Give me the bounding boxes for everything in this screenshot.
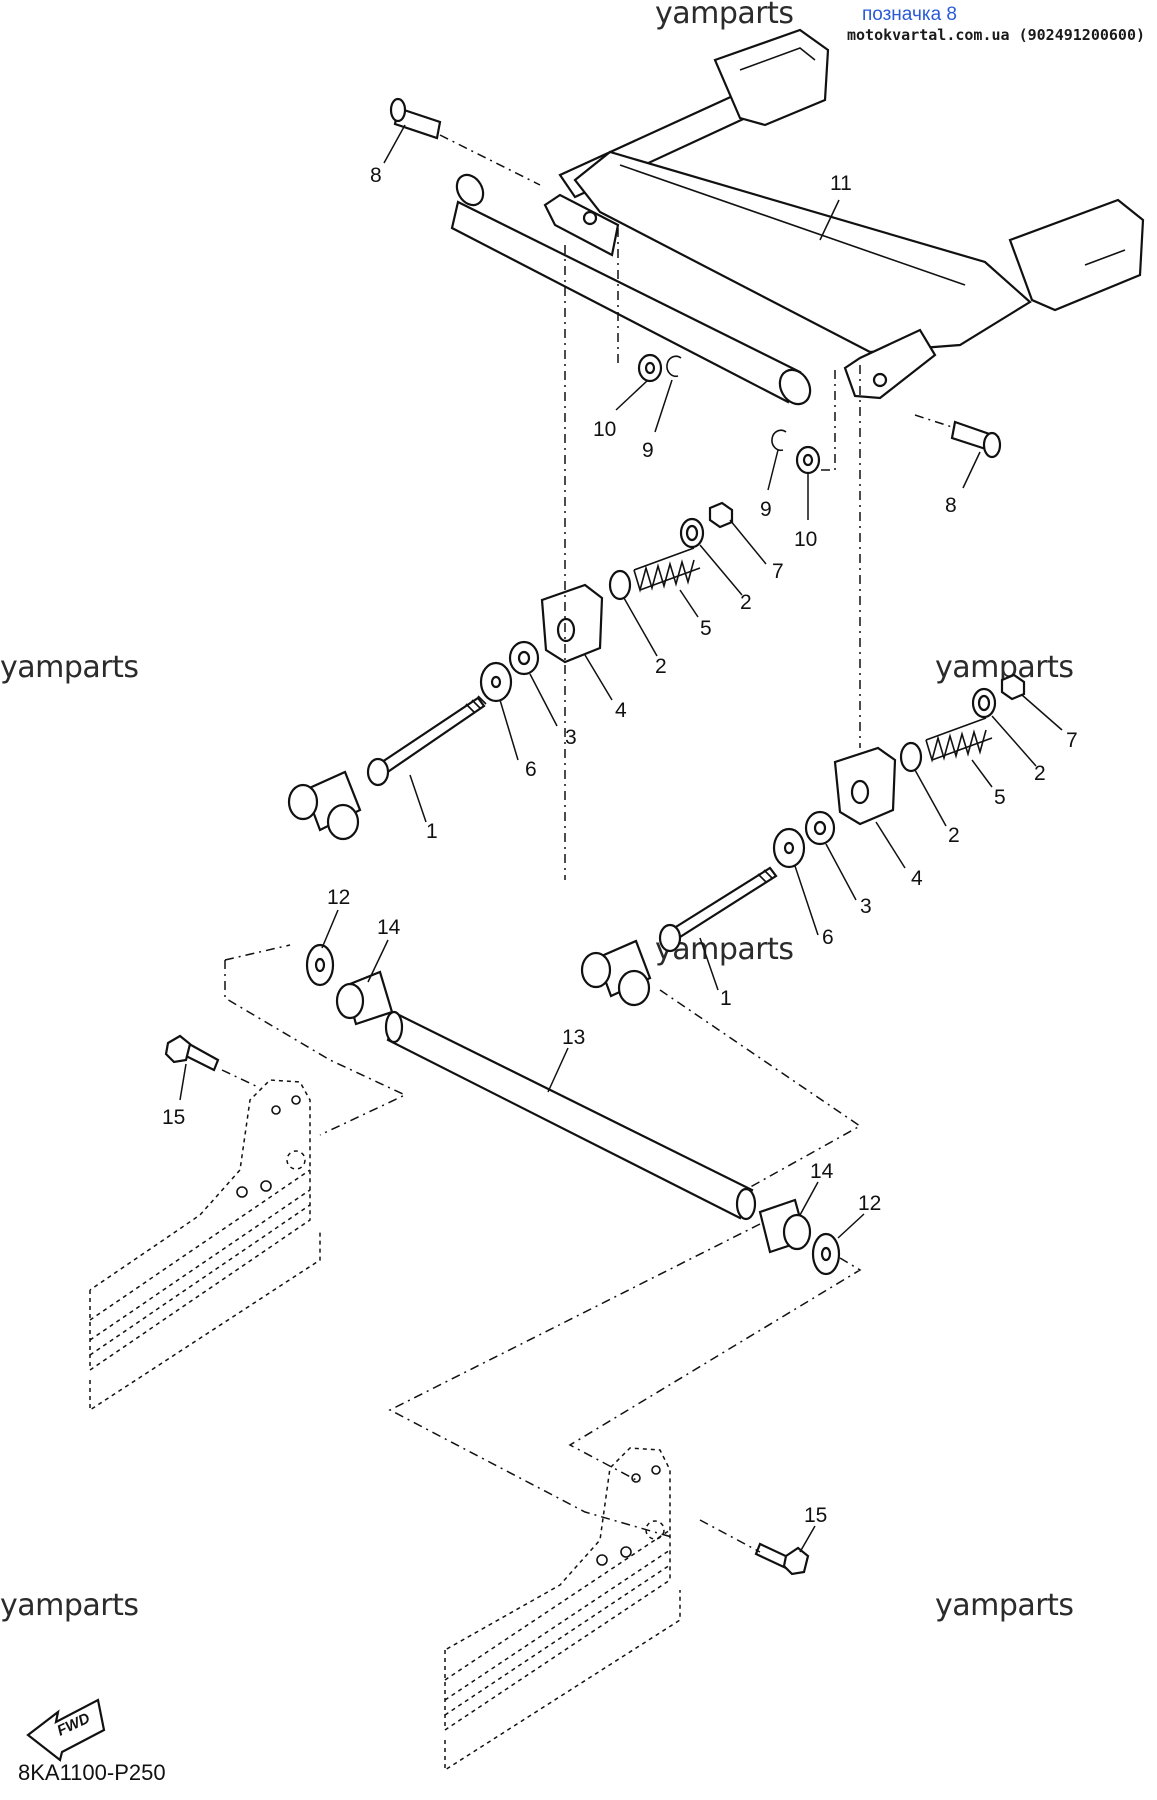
collar-3-left	[508, 640, 540, 676]
callout-1: 1	[426, 820, 438, 843]
callout-5: 5	[700, 617, 712, 640]
watermark: yamparts	[935, 1588, 1074, 1623]
washer-12-right	[811, 1232, 841, 1276]
collar-3-right	[804, 810, 836, 846]
callout-4: 4	[615, 699, 627, 722]
callout-6: 6	[822, 926, 834, 949]
callout-2: 2	[740, 591, 752, 614]
diagram-code: 8KA1100-P250	[18, 1760, 166, 1785]
callout-2: 2	[655, 655, 667, 678]
leader-lines	[179, 124, 1063, 1553]
callout-12: 12	[327, 886, 350, 909]
callout-14: 14	[377, 916, 401, 939]
washer-2-left-b	[679, 517, 705, 549]
callout-10: 10	[593, 418, 616, 441]
rod-1-right	[580, 866, 778, 1007]
clip-9-left	[666, 355, 682, 378]
callout-2: 2	[948, 824, 960, 847]
callout-15: 15	[162, 1106, 185, 1129]
rod-1-left	[287, 695, 487, 841]
callouts: 8 11 10 9 8 9 10 7 2 5 2 4 3 6 1 7 2 5 2…	[162, 164, 1078, 1527]
spring-5-right	[925, 717, 993, 763]
callout-7: 7	[1066, 729, 1078, 752]
nut-7-left	[708, 501, 734, 529]
bushing-14-left	[335, 970, 394, 1026]
washer-2-left-a	[608, 569, 632, 601]
bolt-15-left	[164, 1034, 220, 1072]
header-link[interactable]: позначка 8	[861, 4, 957, 25]
washer-2-right-a	[899, 741, 923, 773]
spring-5-left	[633, 547, 701, 593]
callout-6: 6	[525, 758, 537, 781]
callout-7: 7	[772, 560, 784, 583]
washer-6-right	[772, 827, 806, 869]
watermark: yamparts	[0, 650, 139, 685]
rail-left	[89, 1079, 321, 1412]
callout-8: 8	[370, 164, 382, 187]
pin-8-right	[950, 420, 1002, 459]
pin-8-left	[389, 97, 442, 140]
callout-12: 12	[858, 1192, 881, 1215]
nut-7-right	[1000, 673, 1026, 701]
callout-15: 15	[804, 1504, 827, 1527]
washer-10-left	[637, 353, 663, 383]
washer-2-right-b	[971, 687, 997, 719]
watermark: yamparts	[655, 0, 794, 31]
rail-right	[444, 1447, 681, 1772]
shaft-13	[384, 1010, 757, 1221]
callout-3: 3	[860, 895, 872, 918]
callout-13: 13	[562, 1026, 585, 1049]
callout-1: 1	[720, 987, 732, 1010]
fwd-arrow-icon: FWD	[26, 1698, 106, 1762]
bolt-15-right	[754, 1542, 810, 1576]
callout-14: 14	[810, 1160, 834, 1183]
callout-2: 2	[1034, 762, 1046, 785]
washer-10-right	[795, 445, 821, 475]
callout-10: 10	[794, 528, 817, 551]
assembly-lines	[221, 134, 956, 1553]
bushing-14-right	[758, 1198, 812, 1254]
block-4-right	[833, 746, 897, 826]
washer-12-left	[305, 943, 335, 987]
watermark: yamparts	[0, 1588, 139, 1623]
block-4-left	[540, 583, 604, 664]
clip-9-right	[771, 429, 787, 452]
callout-3: 3	[565, 726, 577, 749]
callout-11: 11	[830, 172, 852, 195]
washer-6-left	[479, 661, 513, 703]
callout-4: 4	[911, 867, 923, 890]
callout-8: 8	[945, 494, 957, 517]
callout-5: 5	[994, 786, 1006, 809]
rear-arm-frame	[450, 28, 1145, 406]
source-label: motokvartal.com.ua (902491200600)	[846, 26, 1145, 44]
callout-9: 9	[760, 498, 772, 521]
callout-9: 9	[642, 439, 654, 462]
